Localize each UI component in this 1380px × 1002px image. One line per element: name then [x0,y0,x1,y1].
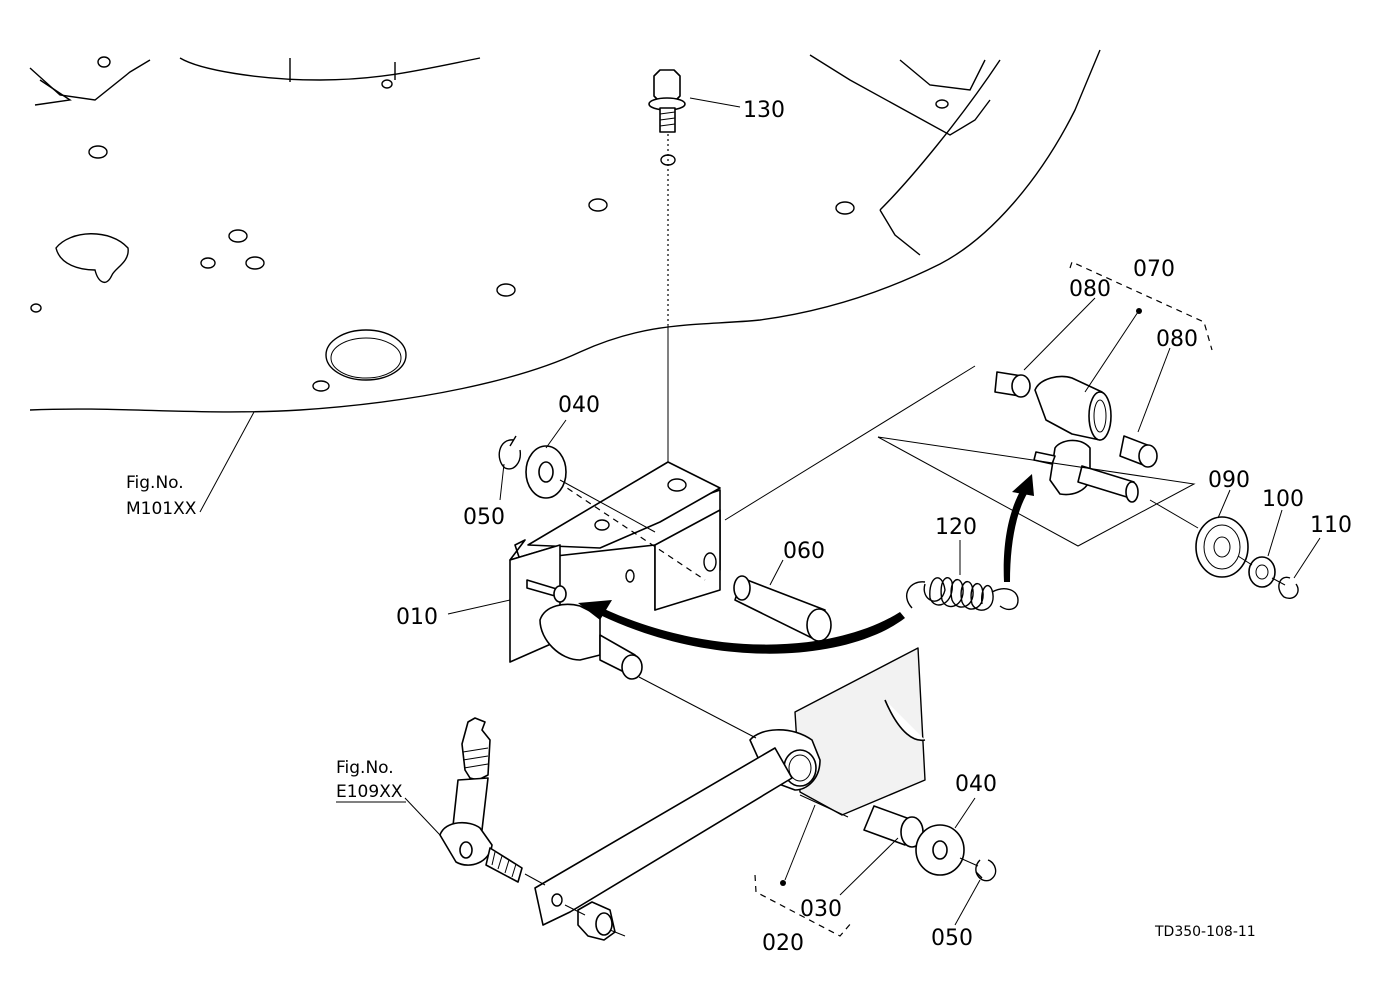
cable-rod [439,717,616,941]
label-130: 130 [743,98,785,123]
label-100: 100 [1262,487,1304,512]
label-120: 120 [935,515,977,540]
bearing-090 [1195,516,1249,578]
washer-100 [1248,556,1276,588]
label-090: 090 [1208,468,1250,493]
washer-040-lower [915,824,965,876]
fig-ref-e109: Fig.No. E109XX [336,758,406,803]
install-arrow-left [578,600,905,654]
label-050-upper: 050 [463,505,505,530]
label-040-upper: 040 [558,393,600,418]
fig-ref-m101-code: M101XX [126,499,197,519]
label-040-lower: 040 [955,772,997,797]
snap-ring-050-upper [498,435,521,470]
bushing-030 [863,805,924,848]
snap-ring-050-lower [975,859,997,882]
pulley-arm-070 [1033,375,1139,503]
label-010: 010 [396,605,438,630]
label-030: 030 [800,897,842,922]
label-080-left: 080 [1069,277,1111,302]
plate-holes [30,56,949,392]
assembly-lines [199,97,1321,937]
bracket-010 [509,461,721,680]
label-080-right: 080 [1156,327,1198,352]
spring-120 [906,577,1019,611]
snap-ring-110 [1278,576,1299,599]
bushing-080-right [1119,435,1158,468]
label-070: 070 [1133,257,1175,282]
floor-plate [29,49,1101,413]
fig-ref-e109-code: E109XX [336,782,403,802]
install-arrow-up [1003,474,1034,582]
fig-ref-e109-prefix: Fig.No. [336,758,394,778]
label-060: 060 [783,539,825,564]
bushing-080-left [994,371,1031,398]
fig-ref-m101-prefix: Fig.No. [126,473,184,493]
label-020: 020 [762,931,804,956]
sub-assembly-bracket-020 [754,874,853,937]
pedal-arm-020 [534,647,926,926]
washer-040-upper [525,445,567,499]
pin-060 [733,575,832,642]
bolt-130 [648,69,686,488]
fig-ref-m101: Fig.No. M101XX [126,473,197,519]
label-050-lower: 050 [931,926,973,951]
drawing-code: TD350-108-11 [1154,924,1256,940]
label-110: 110 [1310,513,1352,538]
sub-assembly-bracket-070 [1069,261,1213,351]
part-labels: 130 070 080 080 040 050 120 090 100 110 … [396,98,1352,956]
